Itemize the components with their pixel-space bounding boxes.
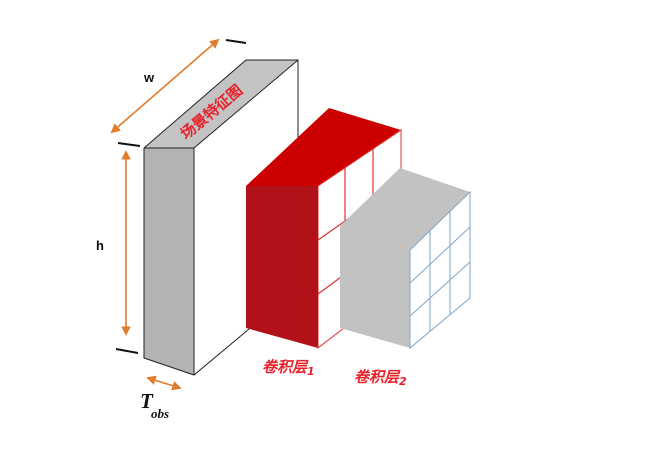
thickness-subscript: obs <box>151 406 169 421</box>
height-tick-top <box>117 142 141 147</box>
conv2-label-num: 2 <box>399 375 407 388</box>
conv2-side-face <box>410 192 470 348</box>
thickness-label: T <box>140 389 154 413</box>
conv2-side-grid <box>409 190 471 350</box>
slab-edge-top-side <box>193 59 299 149</box>
conv1-label-num: 1 <box>307 365 315 378</box>
conv-layer-2-label: 卷积层2 <box>354 368 407 388</box>
width-label: w <box>143 70 155 85</box>
slab-front-face <box>144 148 194 375</box>
conv2-top-face <box>340 168 470 250</box>
height-tick-bottom <box>115 348 139 354</box>
width-arrow-icon <box>110 38 220 134</box>
height-label: h <box>96 238 104 253</box>
width-dimension: w <box>110 38 247 134</box>
width-tick-end <box>225 39 247 44</box>
conv1-label-text: 卷积层 <box>262 358 309 376</box>
height-dimension: h <box>96 142 141 354</box>
thickness-dimension: T obs <box>140 375 182 421</box>
conv2-front-face <box>340 226 410 348</box>
conv-layer-1-label: 卷积层1 <box>262 358 315 378</box>
conv1-top-face <box>246 108 401 186</box>
thickness-arrow-icon <box>146 375 182 391</box>
conv1-front-face <box>246 186 318 348</box>
conv-layer-2-block <box>340 168 471 350</box>
conv2-label-text: 卷积层 <box>354 368 401 386</box>
